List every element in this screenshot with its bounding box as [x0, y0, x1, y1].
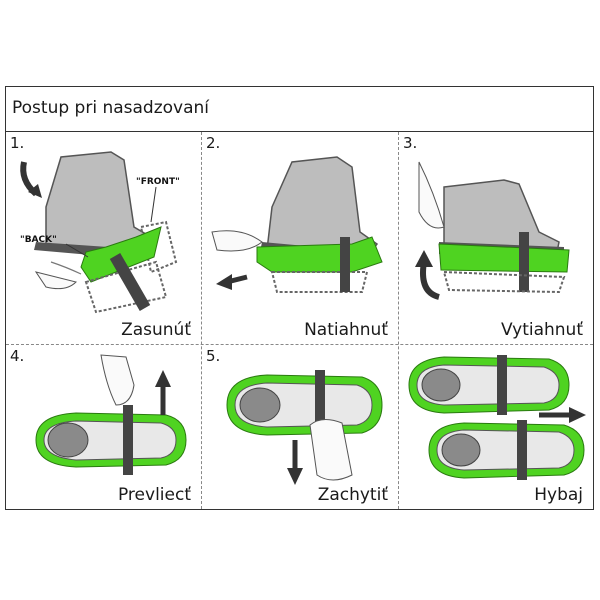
step-3-caption: Vytiahnuť: [500, 320, 583, 340]
instruction-frame: Postup pri nasadzovaní 1. "FRONT" "BACK"…: [5, 86, 594, 510]
front-label: "FRONT": [136, 177, 180, 187]
strap-icon: [109, 253, 151, 311]
step-1-illustration: "FRONT" "BACK": [20, 151, 180, 314]
step-6-illustration: [408, 355, 586, 480]
strap-icon: [517, 420, 527, 480]
step-5-number: 5.: [206, 347, 221, 365]
step-5-caption: Zachytiť: [317, 485, 388, 505]
header: Postup pri nasadzovaní: [6, 87, 593, 132]
step-5-illustration: [226, 370, 383, 485]
step-3-number: 3.: [403, 134, 418, 152]
crampon-icon: [256, 236, 383, 273]
step-5-panel: 5. Zachytiť: [202, 345, 398, 509]
step-6-panel: Hybaj: [399, 345, 593, 509]
step-4-caption: Prevliecť: [117, 485, 191, 505]
strap-icon: [497, 355, 507, 415]
step-6-caption: Hybaj: [534, 485, 583, 505]
strap-icon: [340, 237, 350, 292]
step-2-caption: Natiahnuť: [304, 320, 388, 340]
strap-icon: [315, 370, 325, 435]
step-1-caption: Zasunúť: [121, 320, 191, 340]
strap-icon: [123, 405, 133, 475]
step-4-illustration: [35, 354, 187, 475]
step-1-number: 1.: [10, 134, 25, 152]
step-3-panel: 3. Vytiahnuť: [399, 132, 593, 344]
step-2-panel: 2. Natiahnuť: [202, 132, 398, 344]
divider-vertical-2: [398, 132, 399, 509]
step-4-number: 4.: [10, 347, 25, 365]
divider-vertical-1: [201, 132, 202, 509]
back-label: "BACK": [20, 235, 57, 245]
hand-icon: [309, 419, 353, 481]
hand-icon: [211, 230, 263, 252]
hand-icon: [418, 161, 445, 229]
strap-icon: [519, 232, 529, 292]
boot-icon: [443, 179, 560, 253]
step-2-illustration: [211, 156, 383, 293]
page-title: Postup pri nasadzovaní: [12, 98, 210, 118]
hand-icon: [100, 354, 135, 406]
step-4-panel: 4. Prevliecť: [6, 345, 201, 509]
curved-arrow-icon: [420, 261, 440, 300]
divider-horizontal: [6, 344, 593, 345]
step-1-panel: 1. "FRONT" "BACK" Zasunúť: [6, 132, 201, 344]
step-2-number: 2.: [206, 134, 221, 152]
step-3-illustration: [415, 161, 570, 300]
